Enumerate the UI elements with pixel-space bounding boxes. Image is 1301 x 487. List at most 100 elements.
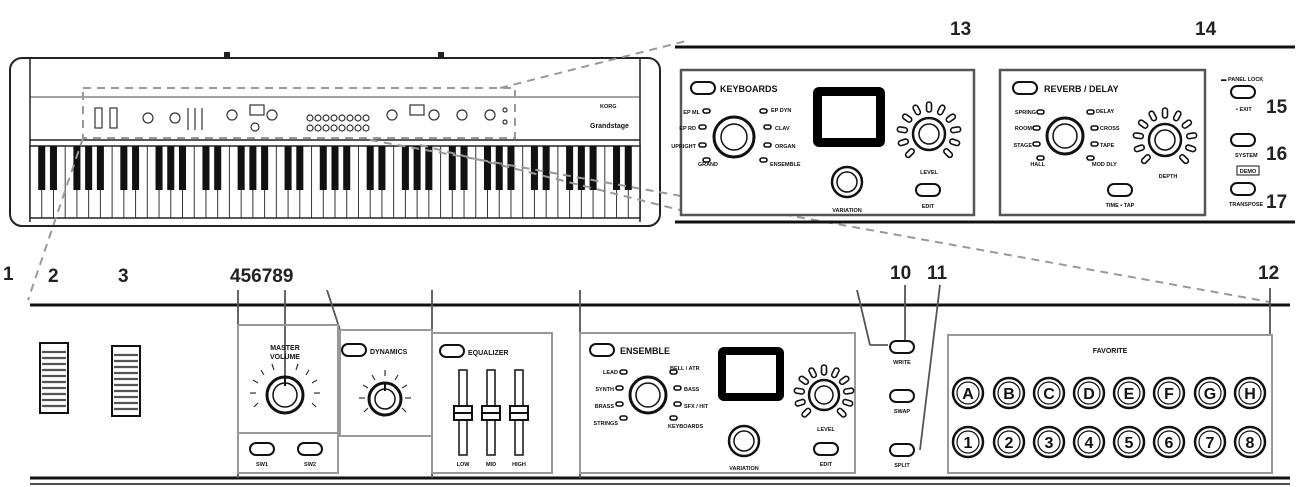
- keyboards-level-knob[interactable]: [911, 116, 947, 152]
- favorite-letter-g[interactable]: G: [1193, 376, 1227, 410]
- dynamics-title: DYNAMICS: [370, 349, 408, 356]
- dynamics-button[interactable]: [341, 343, 367, 357]
- ens-label-synth: SYNTH: [595, 387, 614, 393]
- pitch-wheel[interactable]: [39, 342, 69, 414]
- ensemble-edit-button[interactable]: [813, 442, 839, 456]
- favorite-label: 5: [1125, 435, 1134, 452]
- demo-label: DEMO: [1240, 169, 1257, 175]
- level-led: [1148, 110, 1158, 122]
- ens-label-brass: BRASS: [595, 404, 615, 410]
- side-buttons: ▬ PANEL LOCK • EXIT SYSTEM DEMO TRANSPOS…: [1221, 77, 1264, 208]
- black-key: [284, 146, 292, 190]
- keyboards-edit-button[interactable]: [915, 183, 941, 197]
- panel-lock-label: ▬ PANEL LOCK: [1221, 77, 1263, 83]
- callout-2: 2: [48, 266, 59, 287]
- time-tap-button[interactable]: [1107, 183, 1133, 197]
- favorite-letter-e[interactable]: E: [1112, 376, 1146, 410]
- black-key: [49, 146, 57, 190]
- callout-10: 10: [890, 263, 911, 284]
- callout-3: 3: [118, 266, 129, 287]
- ens-label-bass: BASS: [684, 387, 700, 393]
- black-key: [261, 146, 269, 190]
- level-led: [1132, 132, 1145, 140]
- ensemble-level-label: LEVEL: [817, 427, 835, 433]
- level-led: [1172, 110, 1182, 122]
- black-key: [542, 146, 550, 190]
- level-led: [820, 364, 828, 376]
- black-key: [624, 146, 632, 190]
- sw1-button[interactable]: [249, 442, 275, 456]
- favorite-number-1[interactable]: 1: [951, 425, 985, 459]
- ensemble-level-knob[interactable]: [807, 378, 841, 412]
- kb-label-ep-ml: EP ML: [683, 110, 700, 116]
- favorite-number-3[interactable]: 3: [1032, 425, 1066, 459]
- kb-label-ensemble: ENSEMBLE: [770, 162, 801, 168]
- reverb-depth-leds: [1132, 107, 1198, 165]
- eq-low-slider[interactable]: [453, 369, 473, 456]
- rv-label-tape: TAPE: [1100, 143, 1115, 149]
- exit-button[interactable]: [1230, 85, 1256, 99]
- level-led: [897, 138, 909, 147]
- level-led: [842, 398, 854, 407]
- modulation-wheel[interactable]: [111, 345, 141, 417]
- black-key: [38, 146, 46, 190]
- black-key: [530, 146, 538, 190]
- dynamics-knob[interactable]: [367, 381, 403, 417]
- black-key: [483, 146, 492, 190]
- equalizer-button[interactable]: [439, 344, 465, 358]
- level-led: [1161, 107, 1169, 119]
- ens-label-sfx-hit: SFX / HIT: [684, 404, 709, 410]
- level-led: [949, 126, 962, 134]
- level-led: [943, 148, 954, 159]
- callout-4-9: 456789: [230, 266, 293, 287]
- write-button[interactable]: [889, 340, 915, 354]
- reverb-select-button[interactable]: [1012, 81, 1038, 95]
- transpose-label: TRANSPOSE: [1229, 202, 1264, 208]
- black-key: [495, 146, 503, 190]
- transpose-button[interactable]: [1230, 182, 1256, 196]
- black-key: [507, 146, 515, 190]
- lower-panel: MASTER VOLUME SW1 SW2 DYNAMICS: [30, 284, 1290, 485]
- eq-high-label: HIGH: [512, 462, 526, 468]
- ensemble-variation-label: VARIATION: [729, 466, 758, 472]
- swap-button[interactable]: [889, 389, 915, 403]
- reverb-depth-knob[interactable]: [1147, 122, 1183, 158]
- ensemble-button[interactable]: [589, 343, 615, 357]
- rv-label-spring: SPRING: [1015, 110, 1036, 116]
- favorite-label: 3: [1045, 435, 1054, 452]
- system-button[interactable]: [1230, 133, 1256, 147]
- keyboards-select-button[interactable]: [690, 81, 716, 95]
- favorite-letter-c[interactable]: C: [1032, 376, 1066, 410]
- black-key: [85, 146, 93, 190]
- callout-12: 12: [1258, 263, 1279, 284]
- zoom-indicators: [27, 39, 1271, 303]
- favorite-number-2[interactable]: 2: [992, 425, 1026, 459]
- favorite-number-8[interactable]: 8: [1233, 425, 1267, 459]
- level-led: [1137, 119, 1149, 129]
- keyboards-title: KEYBOARDS: [720, 84, 778, 94]
- keyboards-selector-knob[interactable]: [712, 115, 756, 159]
- favorite-number-6[interactable]: 6: [1152, 425, 1186, 459]
- eq-high-slider[interactable]: [509, 369, 529, 456]
- kb-label-clav: CLAV: [775, 126, 790, 132]
- model-name: Grandstage: [590, 123, 629, 130]
- eq-low-label: LOW: [457, 462, 471, 468]
- favorite-letter-f[interactable]: F: [1152, 376, 1186, 410]
- level-led: [1185, 144, 1197, 153]
- sw2-button[interactable]: [297, 442, 323, 456]
- favorite-letter-b[interactable]: B: [992, 376, 1026, 410]
- split-label: SPLIT: [894, 463, 910, 469]
- eq-mid-slider[interactable]: [481, 369, 501, 456]
- favorite-letter-h[interactable]: H: [1233, 376, 1267, 410]
- favorite-number-5[interactable]: 5: [1112, 425, 1146, 459]
- rv-label-delay: DELAY: [1096, 109, 1114, 115]
- favorite-number-4[interactable]: 4: [1072, 425, 1106, 459]
- favorite-letter-a[interactable]: A: [951, 376, 985, 410]
- level-led: [842, 387, 855, 395]
- favorite-number-7[interactable]: 7: [1193, 425, 1227, 459]
- favorite-letter-d[interactable]: D: [1072, 376, 1106, 410]
- split-button[interactable]: [889, 443, 915, 457]
